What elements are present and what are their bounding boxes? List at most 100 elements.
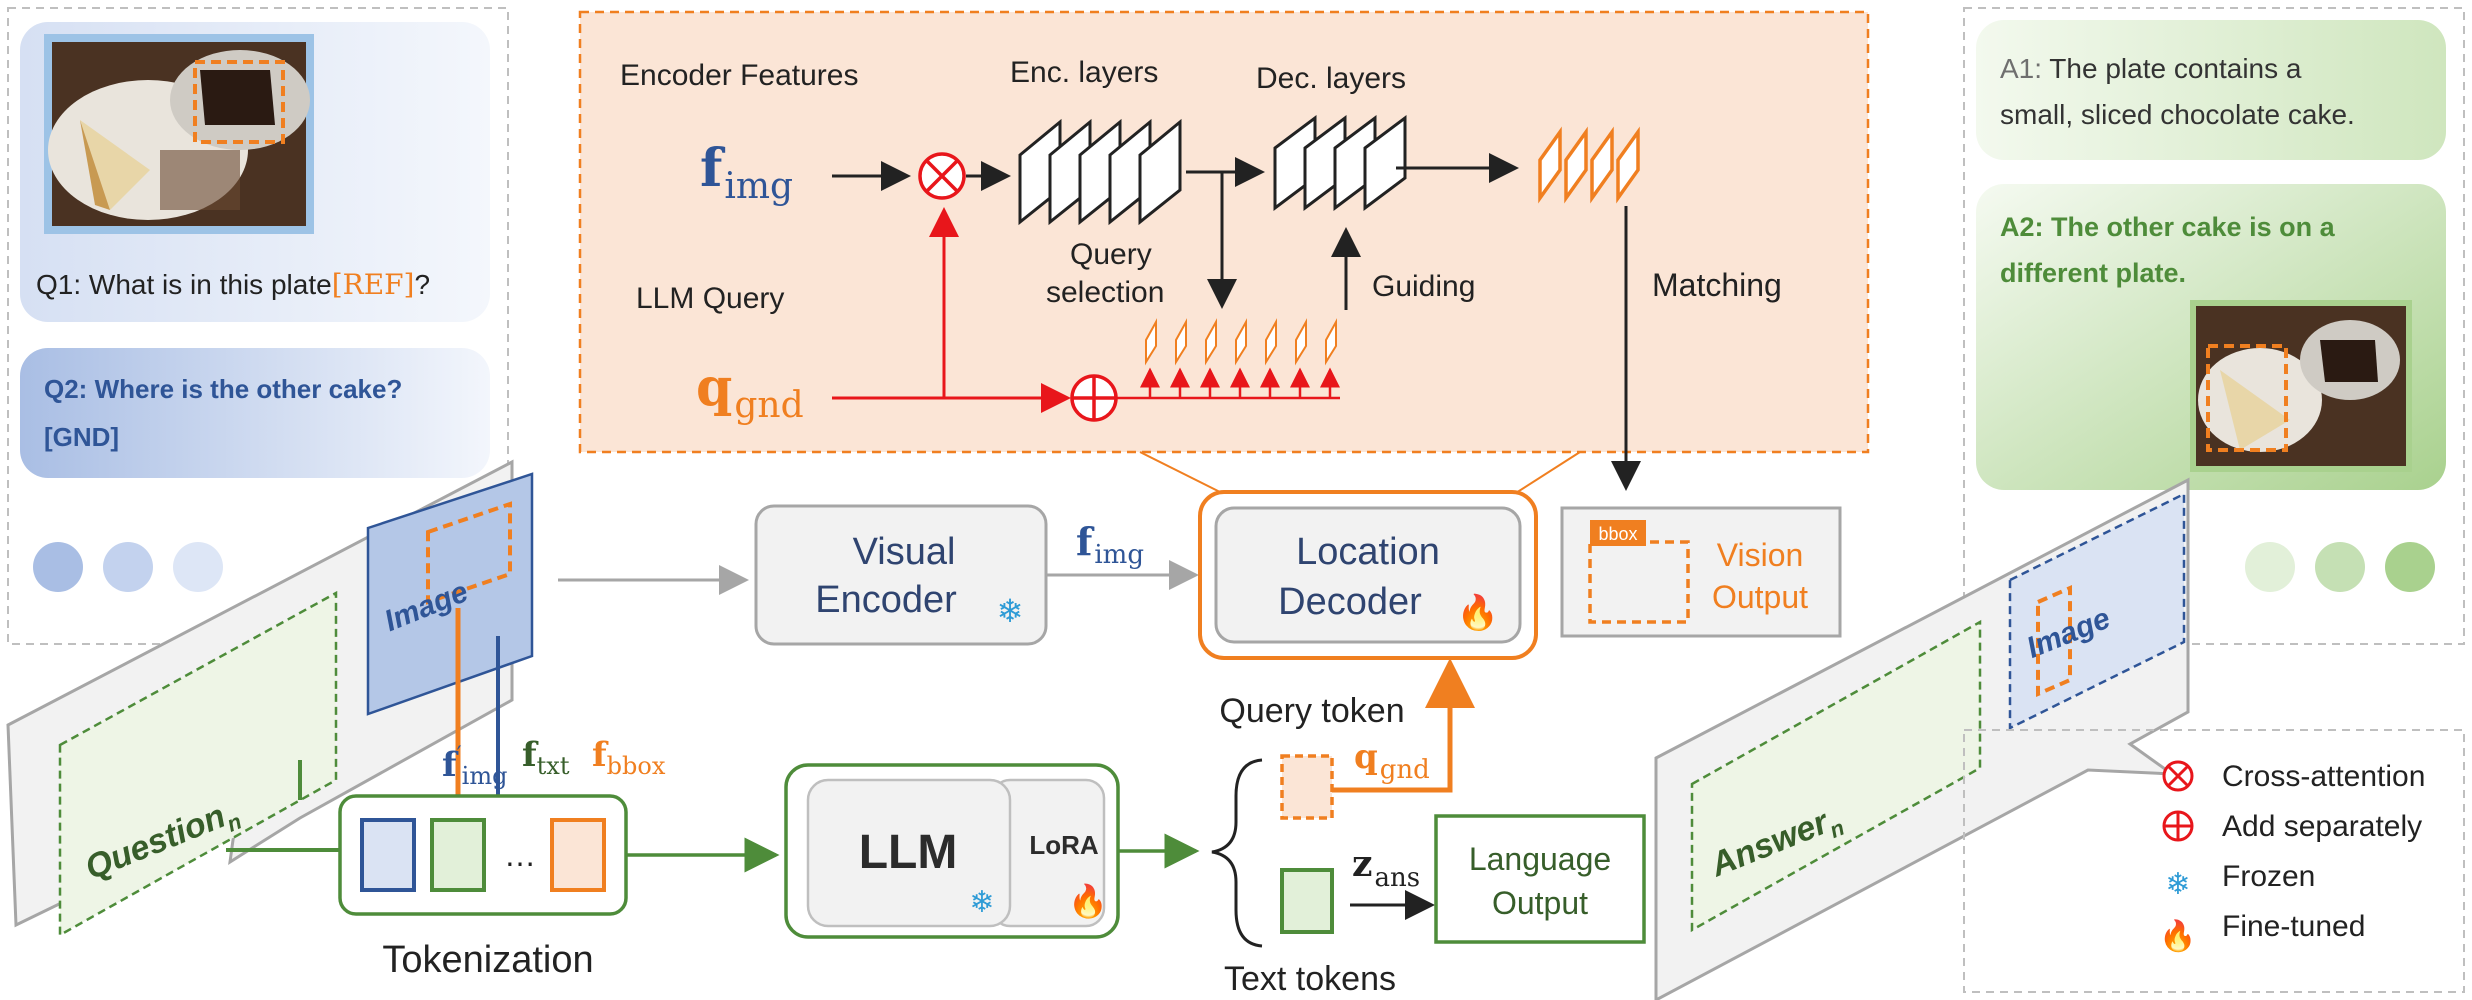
add-branch-arrows [1140,367,1340,398]
encoder-layers-stack [1018,118,1182,226]
z-ans-label-sub: ans [1374,863,1420,893]
top-q-gnd: q [696,357,732,418]
text-token-box [1280,868,1334,934]
legend-cross-attention: Cross-attention [2222,760,2425,793]
legend-frozen: Frozen [2222,860,2315,893]
encoder-features-label: Encoder Features [620,59,858,92]
svg-text:ftxt: ftxt [522,735,570,780]
legend-add-separately: Add separately [2222,810,2422,843]
svg-text:Q1: What is in this plate[REF]: Q1: What is in this plate[REF]? [36,268,430,301]
q2-line2: [GND] [44,422,119,452]
bbox-tag-label: bbox [1598,524,1637,544]
dot-4 [2245,542,2295,592]
token-txt [430,818,486,892]
svg-text:f′img: f′img [442,743,507,790]
selected-queries-stack [1145,318,1337,366]
q-gnd-label: q [1354,737,1378,777]
vision-output-line1: Vision [1717,537,1804,573]
llm-label: LLM [859,826,958,879]
left-image-bbox [426,501,512,605]
left-image-card [366,472,534,716]
token-ellipsis: … [504,837,536,873]
token-img [360,818,416,892]
svg-text:fimg: fimg [700,138,793,207]
query-token-label: Query token [1219,692,1404,730]
f-txt: f [522,735,539,775]
mid-f-img: f [1076,519,1095,564]
svg-text:qgnd: qgnd [696,357,804,426]
location-decoder-module: Location Decoder 🔥 [1198,490,1538,660]
q-gnd-to-decoder-arrow [1332,658,1475,793]
llm-block [806,778,1012,928]
answer-card: Answern Image [1654,477,2190,1000]
dot-6 [2385,542,2435,592]
q1-suffix: ? [414,269,430,300]
svg-text:fimg: fimg [1076,519,1144,570]
location-decoder-detail: Encoder Features Enc. layers Dec. layers… [578,10,1870,491]
svg-text:fbbox: fbbox [592,735,666,780]
right-image-bbox [2036,584,2072,698]
query-selection-line1: Query [1070,238,1152,271]
question-text-card [58,590,338,938]
legend-fine-tuned: Fine-tuned [2222,910,2365,943]
lora-label: LoRA [1029,830,1099,860]
a2-line1: A2: The other cake is on a [2000,212,2336,242]
add-separately-icon [1070,374,1118,422]
location-decoder-finetuned-icon: 🔥 [1457,593,1499,632]
token-bbox [550,818,606,892]
legend: Cross-attention Add separately ❄ Frozen … [1963,729,2465,993]
vision-output-module: bbox Vision Output [1560,506,1842,638]
answer-text-card [1690,619,1982,933]
visual-encoder-module: Visual Encoder ❄ [754,504,1048,646]
right-conversation-panel: A1: The plate contains a small, sliced c… [1963,7,2465,645]
top-q-gnd-sub: gnd [734,385,803,426]
visual-encoder-line2: Encoder [815,579,957,621]
decoder-layers-stack [1273,115,1407,211]
location-decoder-line2: Decoder [1278,581,1422,623]
mid-f-img-sub: img [1094,540,1144,570]
f-txt-sub: txt [537,752,570,780]
legend-add-separately-icon [2162,810,2194,842]
zoom-line-left [1139,451,1233,499]
q1-image [44,34,314,234]
a2-line2: different plate. [2000,258,2186,288]
guiding-label: Guiding [1372,270,1475,303]
q1-text: Q1: What is in this plate [36,269,332,300]
language-output-line2: Output [1492,885,1588,921]
dot-5 [2315,542,2365,592]
right-image-card [2008,491,2186,731]
legend-finetuned-icon: 🔥 [2159,918,2196,953]
q2-line1: Q2: Where is the other cake? [44,374,402,404]
f-img-prime-mark: ′ [457,743,462,768]
lora-finetuned-icon: 🔥 [1068,883,1108,919]
legend-cross-attention-icon [2162,760,2194,792]
zoom-line-right [1507,451,1581,499]
f-img-prime-sub: img [462,762,508,790]
output-queries-stack [1538,126,1640,204]
a2-gnd-bbox [2206,344,2288,452]
query-selection-line2: selection [1046,276,1164,309]
token-brace [1211,758,1263,948]
left-conversation-panel: Q1: What is in this plate[REF]? Q2: Wher… [7,7,509,645]
a1-bubble [1976,20,2446,160]
f-bbox-sub: bbox [607,752,666,780]
enc-layers-label: Enc. layers [1010,56,1158,89]
dot-3 [173,542,223,592]
query-token-box [1280,754,1334,820]
q2-bubble [20,348,490,478]
top-f-img-sub: img [724,166,793,207]
a2-image [2190,300,2412,472]
a1-line2: small, sliced chocolate cake. [2000,99,2355,130]
f-bbox: f [592,735,609,775]
tokenization-label: Tokenization [382,939,593,981]
svg-text:qgnd: qgnd [1354,737,1430,785]
llm-query-label: LLM Query [636,282,784,315]
location-decoder-line1: Location [1296,531,1440,573]
tokenization-module: … Tokenization [226,794,628,981]
q1-ref-tag: [REF] [332,268,415,301]
bbox-tag [1590,520,1646,546]
language-output-module: Language Output [1434,814,1646,944]
q-gnd-label-sub: gnd [1380,755,1430,785]
legend-frozen-icon: ❄ [2165,868,2190,901]
q1-ref-bbox [193,60,285,144]
